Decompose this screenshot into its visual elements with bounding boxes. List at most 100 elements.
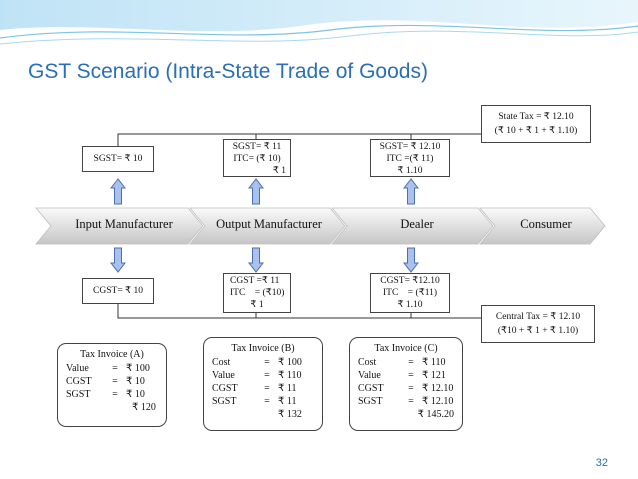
invoice-b-row: SGST = ₹ 11: [212, 395, 314, 408]
invoice-a-row-label: CGST: [66, 376, 92, 387]
down-arrow-output: [247, 247, 265, 273]
up-arrow-input: [109, 178, 127, 205]
invoice-b-row-value: ₹ 110: [278, 370, 302, 381]
invoice-c-row-label: Cost: [358, 357, 377, 368]
invoice-a-title: Tax Invoice (A): [80, 349, 144, 360]
itc-cgst-output-line: ITC = (₹10): [230, 288, 285, 298]
invoice-c-total-row: ₹ 145.20: [358, 408, 454, 421]
sgst-input-line: SGST= ₹ 10: [93, 154, 143, 164]
invoice-b-row-label: CGST: [212, 383, 238, 394]
header-wave-decoration: [0, 0, 638, 45]
invoice-a-row-value: ₹ 10: [126, 376, 145, 387]
invoice-c-row-eq: =: [408, 396, 414, 407]
invoice-b-row: CGST = ₹ 11: [212, 382, 314, 395]
invoice-c-row-eq: =: [408, 383, 414, 394]
invoice-a-row-label: Value: [66, 363, 89, 374]
cgst-dealer-line: CGST= ₹12.10: [380, 276, 440, 286]
chevron-output-manufacturer: [189, 207, 346, 245]
invoice-a-row-label: SGST: [66, 389, 91, 400]
itc-dealer-line: ITC =(₹ 11): [386, 154, 434, 164]
net-output-line: ₹ 1: [272, 166, 286, 176]
cgst-output-line: CGST =₹ 11: [230, 276, 280, 286]
itc-output-line: ITC= (₹ 10): [233, 154, 281, 164]
state-tax-box: State Tax = ₹ 12.10 (₹ 10 + ₹ 1 + ₹ 1.10…: [481, 105, 591, 143]
invoice-c-row-label: Value: [358, 370, 381, 381]
sgst-output-line: SGST= ₹ 11: [232, 142, 282, 152]
invoice-b-row: Cost = ₹ 100: [212, 356, 314, 369]
invoice-b-title: Tax Invoice (B): [231, 343, 295, 354]
chevron-consumer: [479, 207, 606, 245]
up-arrow-output: [247, 178, 265, 205]
sgst-box-dealer: SGST= ₹ 12.10 ITC =(₹ 11) ₹ 1.10: [370, 139, 450, 177]
invoice-c-row-label: SGST: [358, 396, 383, 407]
central-tax-total: Central Tax = ₹ 12.10: [495, 312, 581, 322]
central-tax-breakdown: (₹10 + ₹ 1 + ₹ 1.10): [497, 326, 579, 336]
net-cgst-dealer-line: ₹ 1.10: [397, 300, 423, 310]
down-arrow-input: [109, 247, 127, 273]
invoice-b-row-value: ₹ 11: [278, 396, 297, 407]
invoice-b-row-label: Cost: [212, 357, 231, 368]
tax-invoice-b: Tax Invoice (B) Cost = ₹ 100 Value = ₹ 110 C…: [203, 337, 323, 431]
invoice-c-row: Cost = ₹ 110: [358, 356, 454, 369]
invoice-a-row-value: ₹ 100: [126, 363, 150, 374]
cgst-bracket-line: [117, 300, 487, 319]
invoice-a-row: SGST = ₹ 10: [66, 388, 158, 401]
invoice-c-row: CGST = ₹ 12.10: [358, 382, 454, 395]
invoice-b-total-row: ₹ 132: [212, 408, 314, 421]
tax-invoice-c: Tax Invoice (C) Cost = ₹ 110 Value = ₹ 121 C…: [349, 337, 463, 431]
invoice-c-row-eq: =: [408, 370, 414, 381]
central-tax-box: Central Tax = ₹ 12.10 (₹10 + ₹ 1 + ₹ 1.1…: [481, 305, 595, 343]
invoice-a-total: ₹ 120: [132, 402, 156, 413]
sgst-dealer-line: SGST= ₹ 12.10: [379, 142, 441, 152]
invoice-c-total: ₹ 145.20: [417, 409, 454, 420]
cgst-box-dealer: CGST= ₹12.10 ITC = (₹11) ₹ 1.10: [370, 273, 450, 313]
net-dealer-line: ₹ 1.10: [397, 166, 423, 176]
up-arrow-dealer: [402, 178, 420, 205]
invoice-a-row: Value = ₹ 100: [66, 362, 158, 375]
invoice-c-row-value: ₹ 12.10: [422, 396, 454, 407]
tax-invoice-a: Tax Invoice (A) Value = ₹ 100 CGST = ₹ 10 SG…: [57, 343, 167, 427]
invoice-b-row-eq: =: [264, 370, 270, 381]
invoice-c-row: SGST = ₹ 12.10: [358, 395, 454, 408]
cgst-box-input: CGST= ₹ 10: [82, 278, 154, 304]
invoice-b-row-eq: =: [264, 396, 270, 407]
slide-title: GST Scenario (Intra-State Trade of Goods…: [28, 60, 428, 83]
invoice-c-title: Tax Invoice (C): [374, 343, 438, 354]
invoice-b-row-eq: =: [264, 357, 270, 368]
invoice-a-total-row: ₹ 120: [66, 401, 158, 414]
stage-input-manufacturer: Input Manufacturer: [75, 217, 173, 231]
invoice-c-row-value: ₹ 12.10: [422, 383, 454, 394]
chevron-input-manufacturer: [35, 207, 204, 245]
invoice-b-row-eq: =: [264, 383, 270, 394]
invoice-a-row-eq: =: [112, 376, 118, 387]
cgst-input-line: CGST= ₹ 10: [93, 286, 143, 296]
invoice-c-row: Value = ₹ 121: [358, 369, 454, 382]
invoice-b-total: ₹ 132: [278, 409, 302, 420]
invoice-a-row: CGST = ₹ 10: [66, 375, 158, 388]
invoice-a-row-eq: =: [112, 363, 118, 374]
stage-dealer: Dealer: [400, 217, 434, 231]
sgst-box-input: SGST= ₹ 10: [82, 146, 154, 172]
invoice-b-row-value: ₹ 100: [278, 357, 302, 368]
chevron-dealer: [331, 207, 494, 245]
itc-cgst-dealer-line: ITC = (₹11): [383, 288, 438, 298]
sgst-box-output: SGST= ₹ 11 ITC= (₹ 10) ₹ 1: [223, 139, 291, 177]
invoice-b-row-value: ₹ 11: [278, 383, 297, 394]
net-cgst-output-line: ₹ 1: [250, 300, 264, 310]
state-tax-breakdown: (₹ 10 + ₹ 1 + ₹ 1.10): [494, 126, 578, 136]
page-number: 32: [595, 457, 608, 469]
invoice-b-row: Value = ₹ 110: [212, 369, 314, 382]
invoice-c-row-eq: =: [408, 357, 414, 368]
invoice-a-row-eq: =: [112, 389, 118, 400]
invoice-c-row-label: CGST: [358, 383, 384, 394]
invoice-a-row-value: ₹ 10: [126, 389, 145, 400]
invoice-b-row-label: Value: [212, 370, 235, 381]
invoice-c-row-value: ₹ 121: [422, 370, 446, 381]
state-tax-total: State Tax = ₹ 12.10: [498, 112, 574, 122]
invoice-c-row-value: ₹ 110: [422, 357, 446, 368]
stage-consumer: Consumer: [520, 217, 572, 231]
stage-output-manufacturer: Output Manufacturer: [216, 217, 322, 231]
cgst-box-output: CGST =₹ 11 ITC = (₹10) ₹ 1: [223, 273, 291, 313]
invoice-b-row-label: SGST: [212, 396, 237, 407]
